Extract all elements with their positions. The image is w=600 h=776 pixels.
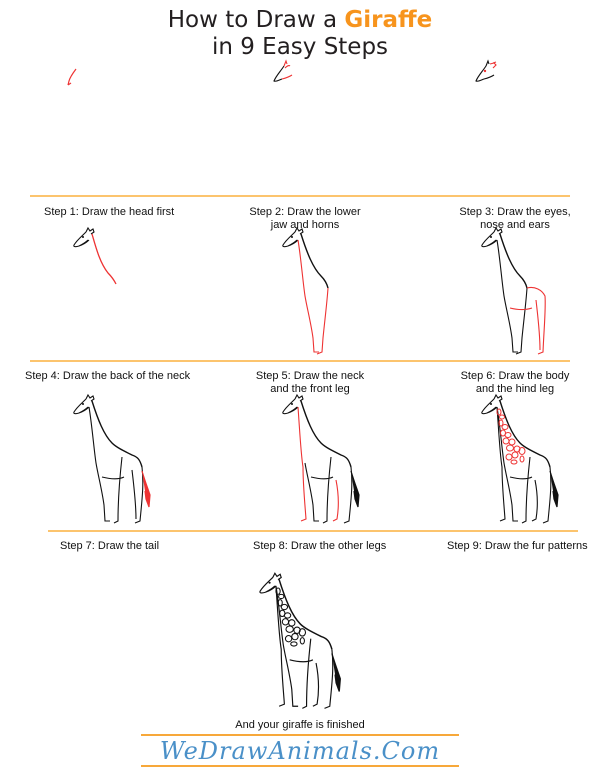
step-2-caption: Step 2: Draw the lower jaw and horns xyxy=(240,206,370,232)
step-5-caption-line1: Step 5: Draw the neck xyxy=(255,370,365,382)
step-3-caption-line2: nose and ears xyxy=(480,219,550,231)
step-6-caption-line1: Step 6: Draw the body xyxy=(460,370,570,382)
step-6-caption: Step 6: Draw the body and the hind leg xyxy=(445,370,585,396)
page-subtitle: in 9 Easy Steps xyxy=(211,34,389,60)
site-logo[interactable]: WeDrawAnimals.Com xyxy=(159,737,441,765)
eyes-nose-ears-sketch xyxy=(475,59,502,86)
page-title: How to Draw a Giraffe xyxy=(0,6,600,34)
step-4-caption: Step 4: Draw the back of the neck xyxy=(25,370,191,382)
divider xyxy=(141,765,459,767)
title-accent: Giraffe xyxy=(344,7,433,33)
head-stroke-sketch xyxy=(64,67,84,89)
step-8-caption: Step 8: Draw the other legs xyxy=(253,540,387,552)
step-2-caption-line2: jaw and horns xyxy=(270,219,340,231)
step-6-body-hind-leg-drawing xyxy=(480,227,560,360)
step-3-caption: Step 3: Draw the eyes, nose and ears xyxy=(445,206,585,232)
step-7-tail-drawing xyxy=(72,394,162,530)
step-9-fur-patterns-drawing xyxy=(480,394,570,530)
finished-giraffe-drawing xyxy=(258,572,353,717)
divider xyxy=(141,734,459,736)
step-9-caption: Step 9: Draw the fur patterns xyxy=(447,540,588,552)
step-5-neck-front-leg-drawing xyxy=(281,227,351,360)
step-5-caption-line2: and the front leg xyxy=(270,383,350,395)
title-prefix: How to Draw a xyxy=(167,7,345,33)
divider xyxy=(48,530,578,532)
jaw-and-horns-sketch xyxy=(273,59,300,86)
finished-caption: And your giraffe is finished xyxy=(235,719,365,731)
step-4-neck-back-drawing xyxy=(72,227,132,298)
step-5-caption: Step 5: Draw the neck and the front leg xyxy=(245,370,375,396)
step-6-caption-line2: and the hind leg xyxy=(475,383,555,395)
step-1-caption: Step 1: Draw the head first xyxy=(44,206,175,218)
divider xyxy=(30,360,570,362)
divider xyxy=(30,195,570,197)
step-8-other-legs-drawing xyxy=(281,394,371,530)
step-3-caption-line1: Step 3: Draw the eyes, xyxy=(459,206,571,218)
step-2-caption-line1: Step 2: Draw the lower xyxy=(249,206,361,218)
step-7-caption: Step 7: Draw the tail xyxy=(60,540,160,552)
